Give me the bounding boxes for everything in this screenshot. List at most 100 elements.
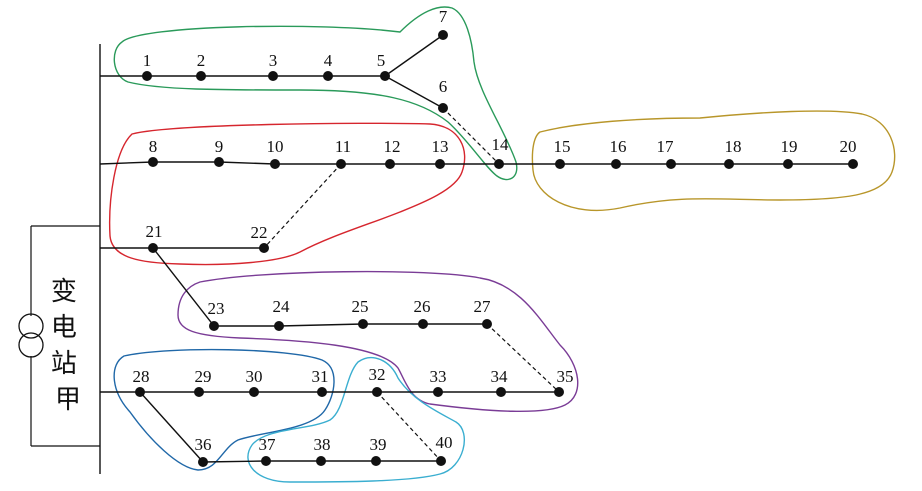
node-33 — [433, 387, 443, 397]
dashed-tie-line — [263, 163, 342, 249]
dashed-lines-group — [263, 107, 560, 462]
node-1 — [142, 71, 152, 81]
solid-line — [99, 161, 853, 165]
node-7 — [438, 30, 448, 40]
node-label-25: 25 — [352, 297, 369, 316]
node-label-19: 19 — [781, 137, 798, 156]
node-13 — [435, 159, 445, 169]
node-label-24: 24 — [273, 297, 291, 316]
node-25 — [358, 319, 368, 329]
region-blue-zone — [113, 348, 335, 471]
node-29 — [194, 387, 204, 397]
node-label-29: 29 — [195, 367, 212, 386]
region-green-zone — [113, 6, 518, 181]
node-label-35: 35 — [557, 367, 574, 386]
node-23 — [209, 321, 219, 331]
node-label-39: 39 — [370, 435, 387, 454]
nodes-group — [135, 30, 858, 467]
node-21 — [148, 243, 158, 253]
node-24 — [274, 321, 284, 331]
node-label-18: 18 — [725, 137, 742, 156]
region-gold-zone — [531, 110, 896, 212]
node-label-33: 33 — [430, 367, 447, 386]
node-5 — [380, 71, 390, 81]
node-19 — [783, 159, 793, 169]
node-label-4: 4 — [324, 51, 333, 70]
node-label-31: 31 — [312, 367, 329, 386]
node-label-32: 32 — [369, 365, 386, 384]
node-label-34: 34 — [491, 367, 509, 386]
node-label-26: 26 — [414, 297, 431, 316]
node-label-3: 3 — [269, 51, 278, 70]
node-label-9: 9 — [215, 137, 224, 156]
solid-line — [139, 391, 441, 463]
node-label-40: 40 — [436, 433, 453, 452]
node-label-38: 38 — [314, 435, 331, 454]
region-purple-zone — [177, 270, 579, 413]
node-16 — [611, 159, 621, 169]
node-2 — [196, 71, 206, 81]
node-label-16: 16 — [610, 137, 627, 156]
node-34 — [496, 387, 506, 397]
node-label-17: 17 — [657, 137, 675, 156]
node-6 — [438, 103, 448, 113]
transformer-icon — [18, 313, 44, 358]
node-label-8: 8 — [149, 137, 158, 156]
node-label-6: 6 — [439, 77, 448, 96]
solid-line — [152, 247, 487, 327]
node-label-22: 22 — [251, 223, 268, 242]
solid-line — [384, 75, 444, 109]
node-label-20: 20 — [840, 137, 857, 156]
node-3 — [268, 71, 278, 81]
node-label-36: 36 — [195, 435, 212, 454]
node-36 — [198, 457, 208, 467]
node-label-1: 1 — [143, 51, 152, 70]
dashed-tie-line — [442, 107, 500, 165]
node-18 — [724, 159, 734, 169]
node-label-27: 27 — [474, 297, 492, 316]
node-38 — [316, 456, 326, 466]
node-22 — [259, 243, 269, 253]
node-8 — [148, 157, 158, 167]
solid-line — [384, 34, 444, 77]
node-9 — [214, 157, 224, 167]
node-label-11: 11 — [335, 137, 351, 156]
node-35 — [554, 387, 564, 397]
node-label-30: 30 — [246, 367, 263, 386]
node-32 — [372, 387, 382, 397]
node-label-13: 13 — [432, 137, 449, 156]
node-20 — [848, 159, 858, 169]
node-26 — [418, 319, 428, 329]
node-label-14: 14 — [492, 135, 510, 154]
node-label-28: 28 — [133, 367, 150, 386]
region-red-zone — [108, 122, 466, 266]
node-30 — [249, 387, 259, 397]
node-label-2: 2 — [197, 51, 206, 70]
node-label-7: 7 — [439, 7, 448, 26]
node-12 — [385, 159, 395, 169]
node-15 — [555, 159, 565, 169]
node-11 — [336, 159, 346, 169]
node-label-37: 37 — [259, 435, 277, 454]
node-4 — [323, 71, 333, 81]
node-27 — [482, 319, 492, 329]
station-label: 变 电 站 甲 — [51, 277, 85, 415]
node-label-23: 23 — [208, 299, 225, 318]
node-37 — [261, 456, 271, 466]
node-31 — [317, 387, 327, 397]
node-10 — [270, 159, 280, 169]
node-label-10: 10 — [267, 137, 284, 156]
node-label-12: 12 — [384, 137, 401, 156]
node-label-15: 15 — [554, 137, 571, 156]
node-40 — [436, 456, 446, 466]
node-28 — [135, 387, 145, 397]
node-label-5: 5 — [377, 51, 386, 70]
dashed-tie-line — [376, 391, 442, 462]
solid-lines-group — [99, 34, 853, 463]
node-14 — [494, 159, 504, 169]
dashed-tie-line — [486, 323, 560, 393]
region-cyan-zone — [247, 357, 465, 483]
node-label-21: 21 — [146, 222, 163, 241]
